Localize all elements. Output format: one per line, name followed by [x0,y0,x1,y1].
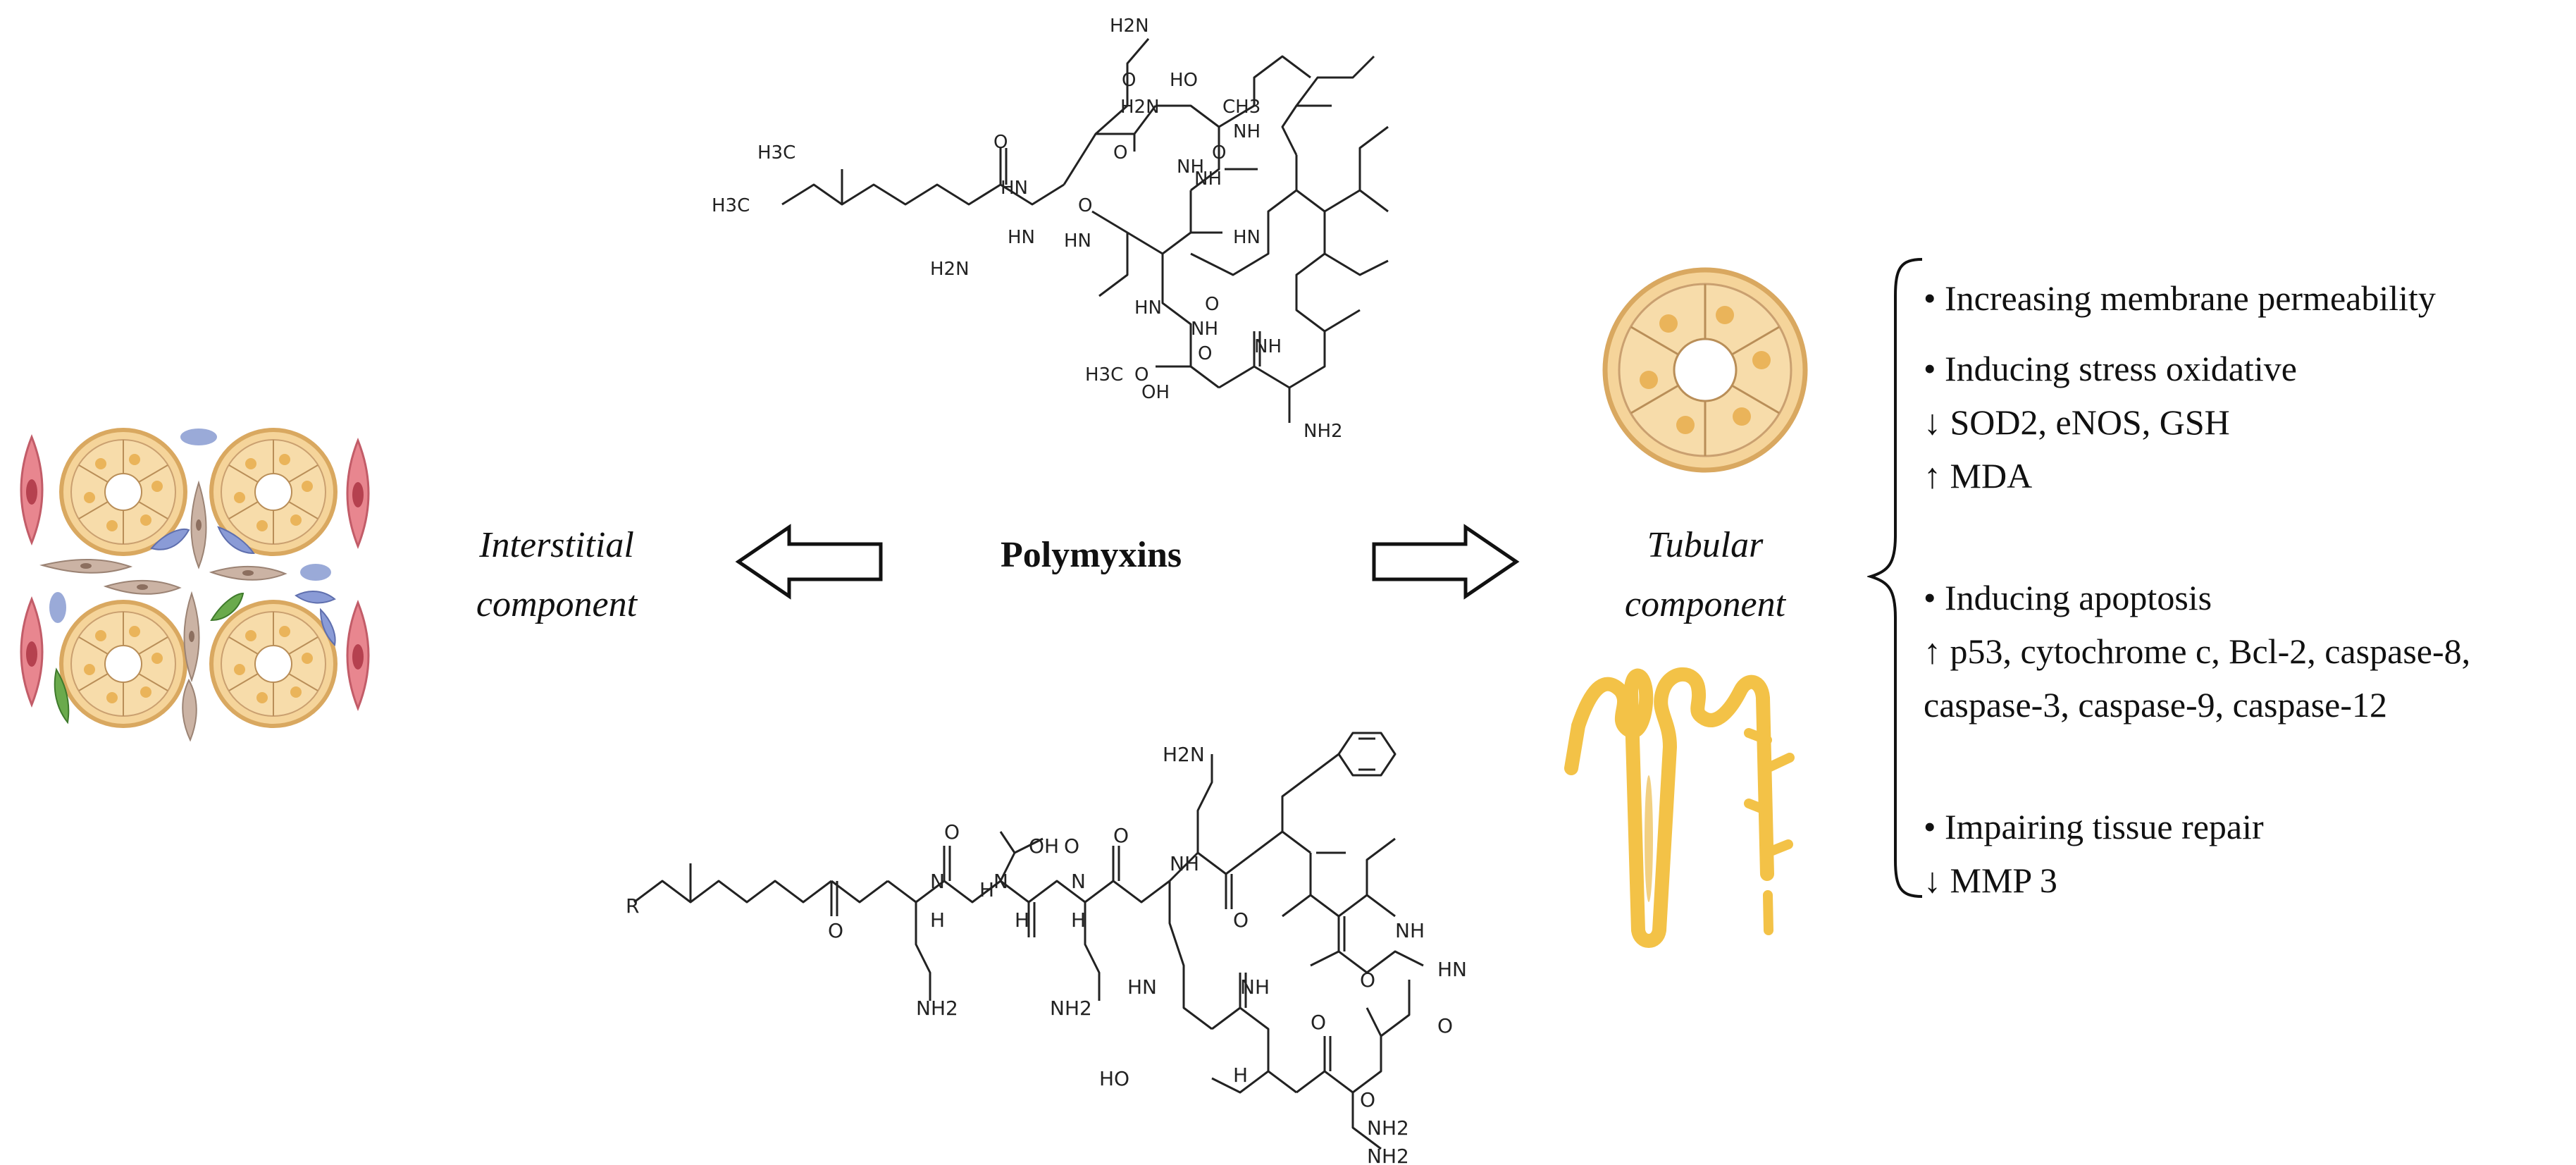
atom-label: HN [1127,975,1157,999]
tubule-cross-section [61,602,185,726]
atom-label: NH2 [1304,421,1343,442]
tubule-cross-section [211,602,335,726]
atom-label: NH2 [916,997,958,1020]
atom-label: H3C [757,142,795,164]
atom-label: N [930,870,945,893]
atom-label: NH [1395,919,1425,942]
atom-label: CH3 [1222,97,1261,118]
atom-label: H2N [930,259,970,280]
interstitial-component-label: Interstitial component [423,516,691,634]
tubular-label-line2: component [1624,584,1786,624]
atom-label: HO [1099,1067,1129,1090]
atom-label: H [1071,908,1086,932]
interstitial-label-line2: component [476,584,638,624]
atom-label: O [1064,834,1079,858]
atom-label: O [1360,968,1375,992]
atom-label: H [930,908,945,932]
atom-label: O [1233,908,1249,932]
red-fibroblast-cell [20,596,44,708]
red-fibroblast-cell [346,437,370,550]
polymyxins-title: Polymyxins [1001,535,1182,575]
effects-bracket [1867,258,1923,898]
atom-label: NH [1194,168,1222,190]
atom-label: HN [1064,230,1091,252]
nephron-illustration [1564,667,1795,948]
blue-fiber-clusters [49,429,331,623]
atom-label: O [944,820,960,844]
atom-label: H2N [1163,743,1205,766]
green-cells [54,592,244,725]
atom-label: NH [1170,852,1199,875]
atom-label: O [1113,142,1127,164]
right-arrow [1372,524,1520,600]
interstitial-tissue-illustration [20,409,370,742]
atom-label: O [1113,824,1129,847]
red-fibroblast-cell [346,599,370,712]
atom-label: NH2 [1050,997,1092,1020]
atom-label: H2N [1120,97,1160,118]
effect-apoptosis-markers-2: caspase-3, caspase-9, caspase-12 [1924,685,2388,725]
atom-label: HN [1233,227,1261,248]
effect-oxidative-stress-increased: ↑ MDA [1924,456,2033,495]
atom-label: O [1437,1014,1453,1037]
atom-label: HN [1437,958,1467,981]
atom-label: O [1122,70,1136,91]
tubular-label-line1: Tubular [1647,525,1764,565]
atom-label: NH [1177,156,1204,178]
red-fibroblast-cell [20,433,44,546]
atom-label: HN [1008,227,1035,248]
atom-label: OH [1029,834,1059,858]
effect-tissue-repair: • Impairing tissue repair [1924,807,2264,846]
atom-label: O [1134,364,1148,386]
atom-label: NH [1233,121,1261,142]
atom-label: HN [1001,178,1028,199]
atom-label: NH [1254,336,1282,357]
effect-tissue-repair-decreased: ↓ MMP 3 [1924,861,2057,900]
effect-apoptosis-markers-1: ↑ p53, cytochrome c, Bcl-2, caspase-8, [1924,631,2471,671]
atom-label: NH [1191,319,1218,340]
atom-label: NH2 [1367,1116,1409,1140]
atom-label: H [1015,908,1029,932]
atom-label: H2N [1110,16,1149,37]
atom-label: H [1233,1064,1248,1087]
atom-label: O [828,919,843,942]
atom-label: O [1311,1011,1326,1034]
nephrotoxicity-effects-list: • Increasing membrane permeability • Ind… [1924,271,2576,907]
effect-oxidative-stress: • Inducing stress oxidative [1924,349,2297,388]
atom-label: N [993,870,1008,893]
atom-label: NH2 [1367,1145,1409,1165]
interstitial-label-line1: Interstitial [479,525,634,565]
effect-apoptosis: • Inducing apoptosis [1924,578,2212,617]
blue-immune-cells [150,526,336,647]
atom-label: O [1212,142,1226,164]
atom-label: H3C [712,195,750,216]
atom-label: OH [1141,382,1170,403]
atom-label: H3C [1085,364,1123,386]
atom-label: N [1071,870,1086,893]
atom-label: O [993,132,1008,153]
atom-label: NH [1240,975,1270,999]
effect-oxidative-stress-decreased: ↓ SOD2, eNOS, GSH [1924,402,2230,442]
atom-label: O [1360,1088,1375,1111]
atom-label: HO [1170,70,1198,91]
tubule-cross-section-large [1602,267,1808,473]
effect-membrane-permeability: • Increasing membrane permeability [1924,278,2436,318]
atom-label: HN [1134,297,1162,319]
atom-label: R [626,894,639,918]
left-arrow [735,524,883,600]
atom-label: O [1205,294,1219,315]
atom-label: H [979,878,994,901]
tubular-component-label: Tubular component [1578,516,1832,634]
atom-label: O [1198,343,1212,364]
atom-label: O [1078,195,1092,216]
